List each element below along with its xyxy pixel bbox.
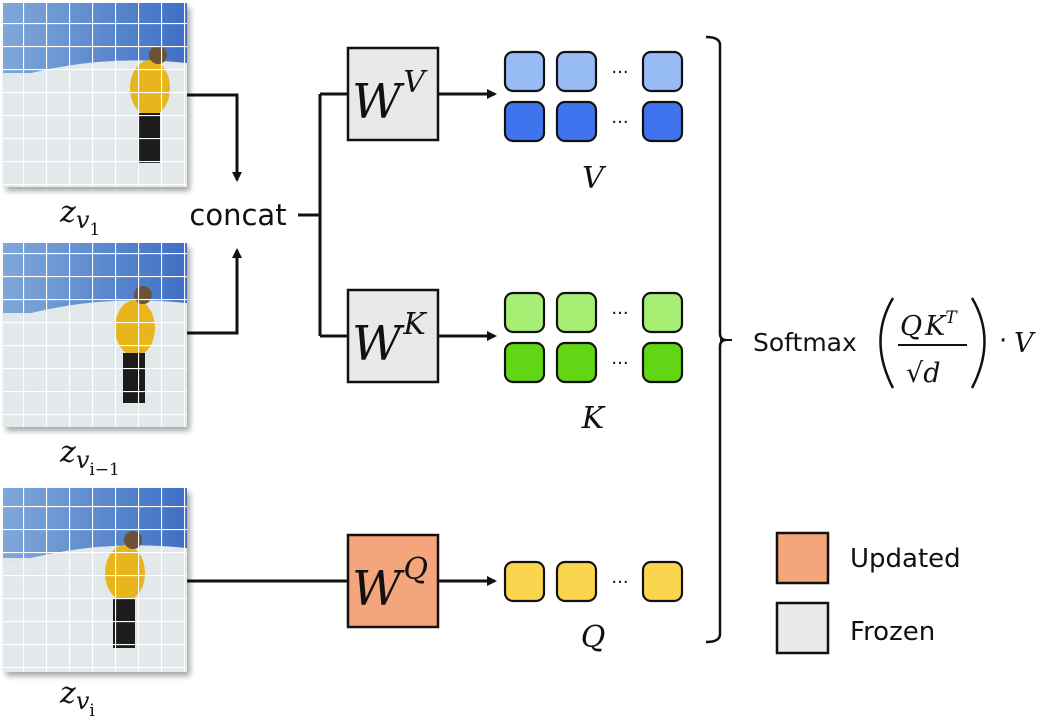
token <box>503 50 546 93</box>
frame2-to-concat-arrow <box>187 248 242 335</box>
token-ellipsis: ··· <box>611 353 628 374</box>
formula-q: Q <box>900 311 922 342</box>
frame-image <box>3 3 187 187</box>
token <box>641 560 684 603</box>
tokens-key: ··· ··· K <box>503 291 684 436</box>
token-label-value: V <box>582 161 607 196</box>
legend-swatch-updated <box>775 531 830 585</box>
connectors <box>187 89 497 586</box>
formula-left-paren <box>879 297 895 389</box>
token <box>503 100 546 143</box>
frame-image <box>3 488 187 672</box>
formula-t: T <box>945 308 958 328</box>
projection-label: WK <box>352 307 427 372</box>
projection-wv: WV <box>346 46 440 142</box>
token-ellipsis: ··· <box>611 112 628 133</box>
token <box>641 100 684 143</box>
legend-label-updated: Updated <box>850 544 961 574</box>
token-ellipsis: ··· <box>611 303 628 324</box>
projection-wk: WK <box>346 288 440 384</box>
frame-image <box>3 243 187 427</box>
frame-v1: zv1 <box>3 3 187 240</box>
token-ellipsis: ··· <box>611 572 628 593</box>
frame-label: zv1 <box>59 195 100 240</box>
tokens-query: ··· Q <box>503 560 684 655</box>
token <box>555 341 598 384</box>
frame-label: zvi <box>59 676 95 718</box>
token-ellipsis: ··· <box>611 62 628 83</box>
formula-dot: · <box>999 326 1007 356</box>
token <box>503 560 546 603</box>
token <box>555 50 598 93</box>
token-label-key: K <box>581 401 606 436</box>
token <box>555 560 598 603</box>
projection-wq: WQ <box>346 533 440 629</box>
token <box>641 50 684 93</box>
frame-vi-1: zvi−1 <box>3 243 187 480</box>
frame-vi: zvi <box>3 488 187 718</box>
formula-right-paren <box>970 297 986 389</box>
token <box>503 291 546 334</box>
frame-label: zvi−1 <box>59 435 120 480</box>
projection-box <box>346 288 440 384</box>
token <box>555 100 598 143</box>
concat-label: concat <box>189 198 286 232</box>
token-label-query: Q <box>581 620 606 655</box>
legend-swatch-frozen <box>775 601 830 655</box>
tokens-value: ··· ··· V <box>503 50 684 196</box>
legend: Updated Frozen <box>775 531 961 655</box>
token <box>555 291 598 334</box>
token <box>641 341 684 384</box>
formula-denominator: √d <box>906 358 941 389</box>
frame1-to-concat-arrow <box>187 93 242 182</box>
token <box>503 341 546 384</box>
projection-label: WQ <box>352 552 428 617</box>
projection-box <box>346 46 440 142</box>
projection-label: WV <box>352 65 428 130</box>
token <box>641 291 684 334</box>
legend-label-frozen: Frozen <box>850 617 935 647</box>
formula-v: V <box>1014 328 1036 359</box>
formula-k: K <box>924 311 947 342</box>
formula-softmax: Softmax <box>753 328 857 357</box>
projection-box <box>346 533 440 629</box>
svg-text:QKT: QKT <box>900 308 958 342</box>
